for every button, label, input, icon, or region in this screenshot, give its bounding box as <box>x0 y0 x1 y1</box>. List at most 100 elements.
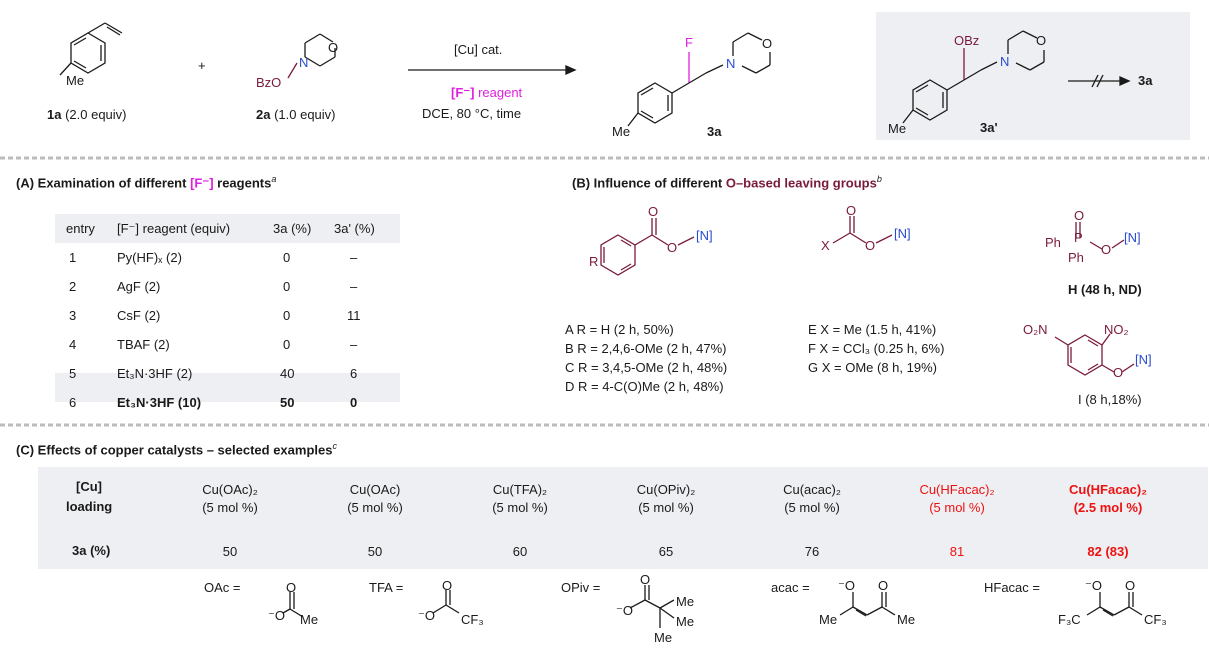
catalyst-name: Cu(OAc) <box>349 482 401 497</box>
catalyst-loading: (5 mol %) <box>347 500 403 515</box>
yield-3aprime-cell: – <box>350 337 358 352</box>
yield-3aprime-cell: 11 <box>347 308 361 323</box>
catalyst-name: Cu(HFacac)₂ <box>919 482 995 497</box>
arrow-reagent-text: [F⁻] reagent <box>451 85 523 100</box>
catalyst-name: Cu(acac)₂ <box>783 482 841 497</box>
catalyst-yield: 76 <box>804 544 820 559</box>
hfacac-o-minus: ⁻O <box>1085 578 1102 593</box>
phosphinate-p: P <box>1074 230 1083 245</box>
opiv-o-minus: ⁻O <box>616 603 633 618</box>
catalyst-name: Cu(TFA)₂ <box>492 482 548 497</box>
reactant-1a-label: 1a (2.0 equiv) <box>47 107 127 122</box>
tableA-header-bg <box>55 214 400 243</box>
benzoate-structure <box>600 218 695 276</box>
phosphinate-ph1: Ph <box>1045 235 1061 250</box>
acac-me1: Me <box>819 612 838 627</box>
carbonate-carbonyl-o: O <box>846 203 857 218</box>
acac-carbonyl-o: O <box>878 578 889 593</box>
yield-3aprime-cell: – <box>350 250 358 265</box>
sectionB-title: (B) Influence of different O–based leavi… <box>572 174 882 191</box>
opiv-carbonyl-o: O <box>640 572 651 587</box>
reactant-1a-methyl: Me <box>66 73 85 88</box>
catalyst-cell: Cu(OAc) (5 mol %) <box>310 481 440 517</box>
tableA-row6-bg <box>55 373 400 402</box>
oac-carbonyl-o: O <box>286 580 297 595</box>
tableC-bg <box>38 467 1208 569</box>
yield-3aprime-cell: 0 <box>350 395 358 410</box>
reagent-cell: Et₃N·3HF (10) <box>117 395 202 410</box>
entry-number: 4 <box>69 337 77 352</box>
dinitro-o2n: O₂N <box>1023 322 1048 337</box>
reagent-cell: TBAF (2) <box>117 337 170 352</box>
product-n: N <box>726 56 736 71</box>
catalyst-loading: (5 mol %) <box>202 500 258 515</box>
reagent-cell: CsF (2) <box>117 308 161 323</box>
product-fluorine: F <box>685 35 693 50</box>
reactant-1a-structure <box>59 22 123 76</box>
acac-me2: Me <box>897 612 916 627</box>
catalyst-cell: Cu(TFA)₂(5 mol %) <box>455 481 585 517</box>
list-item: B R = 2,4,6-OMe (2 h, 47%) <box>565 341 727 356</box>
acac-o-minus: ⁻O <box>838 578 855 593</box>
yield-3a-cell: 50 <box>280 395 295 410</box>
list-item: E X = Me (1.5 h, 41%) <box>808 322 937 337</box>
carbonate-x-group: X <box>821 238 830 253</box>
catalyst-name: Cu(OAc)₂ <box>202 482 258 497</box>
list-item: F X = CCl₃ (0.25 h, 6%) <box>808 341 945 356</box>
I-label: I (8 h,18%) <box>1078 392 1142 407</box>
ligand-oac-label: OAc = <box>204 580 241 595</box>
hfacac-carbonyl-o: O <box>1125 578 1136 593</box>
reactant-2a-label: 2a (1.0 equiv) <box>256 107 336 122</box>
benzoate-n-tag: [N] <box>696 228 713 243</box>
product-3a-structure <box>627 32 771 127</box>
oac-o-minus: ⁻O <box>268 608 285 623</box>
yield-3aprime-cell: 6 <box>350 366 358 381</box>
tableC-head-cu: [Cu] <box>76 479 102 494</box>
entry-number: 1 <box>69 250 77 265</box>
hfacac-f3c: F₃C <box>1058 612 1081 627</box>
ligand-acac-structure <box>839 592 896 617</box>
catalyst-yield: 82 (83) <box>1087 544 1129 559</box>
ligand-hfacac-label: HFacac = <box>984 580 1040 595</box>
reaction-arrow <box>408 64 577 76</box>
tfa-carbonyl-o: O <box>442 578 453 593</box>
tableC-head-loading: loading <box>66 499 113 514</box>
list-E-G: E X = Me (1.5 h, 41%) F X = CCl₃ (0.25 h… <box>808 320 944 377</box>
phosphinate-ph2: Ph <box>1068 250 1084 265</box>
table-row: 4 TBAF (2) 0 – <box>55 330 400 359</box>
H-label: H (48 h, ND) <box>1068 282 1142 297</box>
dinitrophenyl-structure <box>1054 333 1135 376</box>
tableA-header-row: entry [F⁻] reagent (equiv) 3a (%) 3a' (%… <box>55 214 400 243</box>
entry-number: 2 <box>69 279 77 294</box>
opiv-me2: Me <box>676 614 695 629</box>
yield-3a-cell: 0 <box>283 250 291 265</box>
tableA-header-3aprime: 3a' (%) <box>334 221 375 236</box>
benzoate-ester-o: O <box>667 240 678 255</box>
table-row: 3 CsF (2) 0 11 <box>55 301 400 330</box>
side-n: N <box>1000 54 1010 69</box>
phosphinate-o-double: O <box>1074 208 1085 223</box>
side-o: O <box>1036 33 1047 48</box>
product-methyl: Me <box>612 124 631 139</box>
list-item: C R = 3,4,5-OMe (2 h, 48%) <box>565 360 728 375</box>
yield-3a-cell: 40 <box>280 366 295 381</box>
tableA-header-entry: entry <box>66 221 95 236</box>
catalyst-yield: 81 <box>949 544 965 559</box>
ligand-tfa-structure <box>432 590 460 614</box>
tableA-header-3a: 3a (%) <box>273 221 312 236</box>
phosphinate-structure <box>1075 222 1125 250</box>
carbonate-ester-o: O <box>865 238 876 253</box>
catalyst-cell: Cu(OPiv)₂(5 mol %) <box>601 481 731 517</box>
catalyst-loading: (5 mol %) <box>784 500 840 515</box>
ligand-acac-label: acac = <box>771 580 810 595</box>
reagent-cell: Py(HF)ₓ (2) <box>117 250 182 265</box>
catalyst-yield: 50 <box>222 544 238 559</box>
catalyst-cell: Cu(HFacac)₂(2.5 mol %) <box>1043 481 1173 517</box>
list-item: A R = H (2 h, 50%) <box>565 322 674 337</box>
yield-3a-cell: 0 <box>283 308 291 323</box>
hfacac-cf3: CF₃ <box>1144 612 1167 627</box>
entry-number: 5 <box>69 366 77 381</box>
list-item: D R = 4-C(O)Me (2 h, 48%) <box>565 379 724 394</box>
sectionC-title: (C) Effects of copper catalysts – select… <box>16 441 337 458</box>
